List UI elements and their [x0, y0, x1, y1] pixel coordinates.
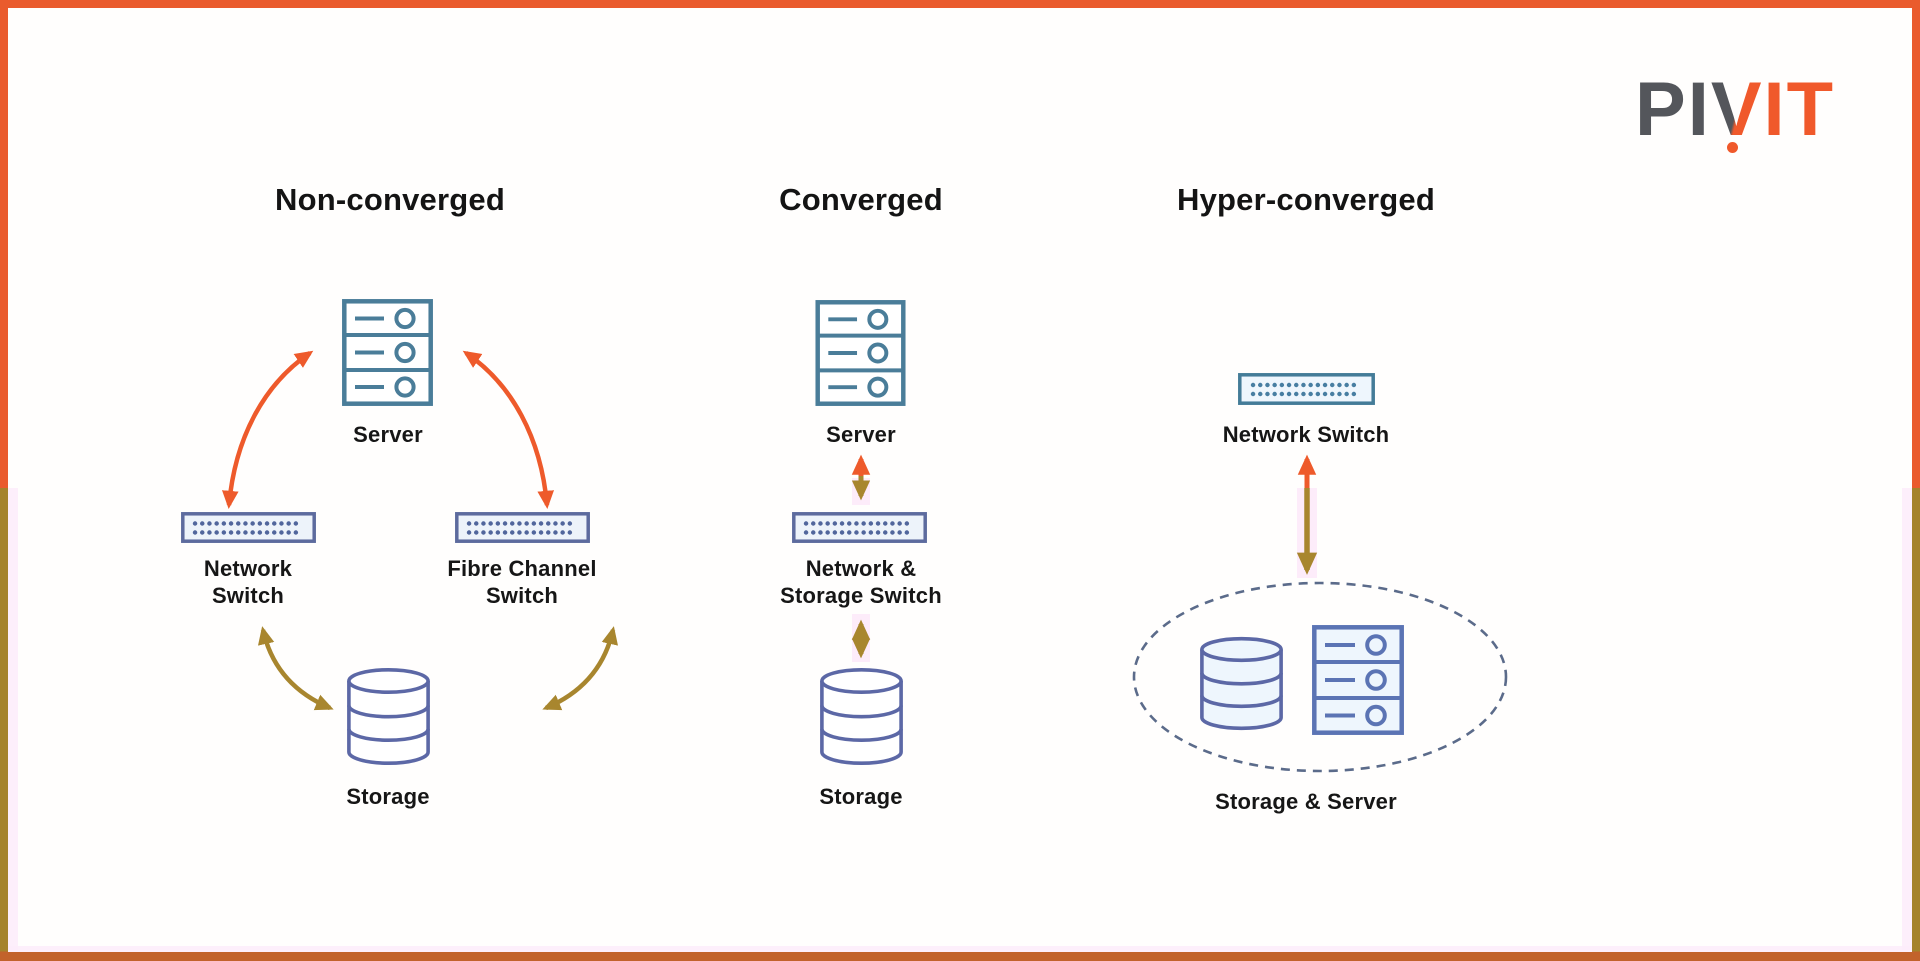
arrow-fibre-switch-storage: [542, 626, 618, 711]
network-switch-icon: [1238, 373, 1375, 405]
network-switch-icon: [181, 512, 316, 543]
logo-dot: [1727, 142, 1738, 153]
label-network-switch: Network Switch: [1222, 422, 1390, 447]
storage-icon: [347, 668, 430, 765]
label-storage-server: Storage & Server: [1215, 789, 1397, 814]
fibre-channel-switch-icon: [455, 512, 590, 543]
storage-icon: [1200, 636, 1283, 731]
server-icon: [815, 300, 906, 406]
label-network-switch: Network Switch: [203, 556, 293, 608]
label-server: Server: [826, 422, 896, 447]
label-storage: Storage: [346, 784, 430, 809]
server-icon: [342, 299, 433, 406]
logo-text-v: V: [1710, 67, 1764, 152]
frame-border-top: [0, 0, 1920, 8]
arrow-network-switch-storage: [258, 626, 334, 711]
pink-tint-strip-left: [8, 488, 18, 950]
title-non-converged: Non-converged: [275, 182, 505, 217]
storage-icon: [820, 668, 903, 765]
arrow-server-fibre-switch: [462, 350, 555, 509]
pivit-logo: PIVIT: [1635, 72, 1845, 153]
title-converged: Converged: [779, 182, 943, 217]
label-storage: Storage: [819, 784, 903, 809]
pink-tint-strip-bottom: [8, 946, 1912, 952]
frame-border-right: [1912, 0, 1920, 961]
frame-border-bottom: [0, 952, 1920, 961]
server-icon: [1312, 625, 1404, 735]
title-hyper-converged: Hyper-converged: [1177, 182, 1435, 217]
frame-border-left: [0, 0, 8, 961]
label-fibre-channel-switch: Fibre Channel Switch: [447, 556, 597, 608]
logo-text-orange: IT: [1763, 67, 1836, 152]
logo-text-gray: PI: [1635, 67, 1711, 152]
pink-tint-strip-right: [1902, 488, 1912, 950]
hyper-converged-boundary-ellipse: [1132, 581, 1508, 773]
label-network-storage-switch: Network & Storage Switch: [780, 556, 942, 608]
network-storage-switch-icon: [792, 512, 927, 543]
label-server: Server: [353, 422, 423, 447]
arrow-server-network-switch: [221, 350, 314, 509]
